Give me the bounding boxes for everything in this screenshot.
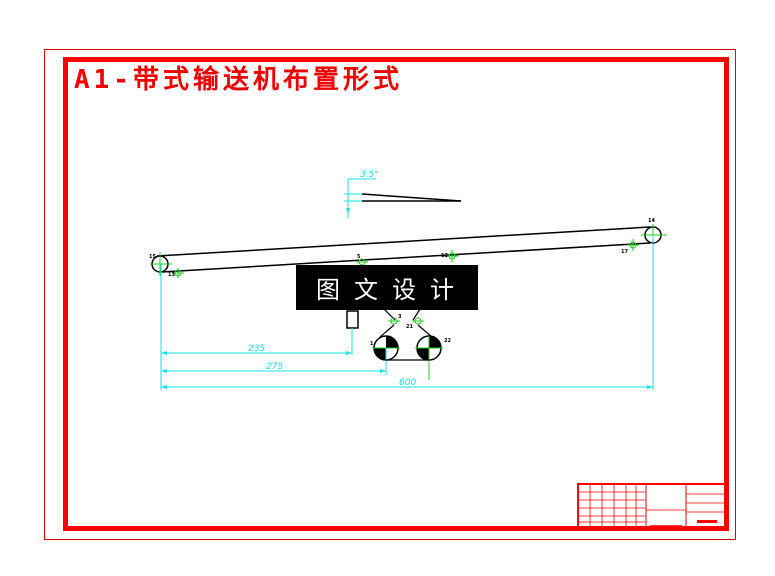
- angle-label: 3.5°: [360, 170, 379, 180]
- svg-text:13: 13: [168, 272, 175, 278]
- svg-text:1: 1: [370, 341, 374, 347]
- head-pulley: [627, 224, 667, 390]
- belt: [156, 226, 651, 273]
- title-block: [577, 483, 727, 530]
- dimension-600: 600: [399, 378, 416, 388]
- pulley-labels: 15 13 14 17 5 12 3 21: [149, 218, 655, 330]
- tail-pulley: [150, 252, 184, 390]
- angle-annotation: 3.5°: [344, 170, 462, 218]
- counterweight-box: [346, 310, 359, 329]
- dimension-275: 275: [266, 362, 283, 372]
- dimension-lines: 235 275 600: [161, 344, 653, 389]
- svg-text:17: 17: [621, 249, 628, 255]
- inner-drawing-border: [63, 57, 729, 531]
- dimension-235: 235: [248, 344, 265, 354]
- outer-drawing-border: [44, 49, 736, 540]
- svg-text:15: 15: [149, 254, 156, 260]
- drawing-title: A1-带式输送机布置形式: [74, 65, 403, 95]
- watermark-banner: 图文设计: [296, 265, 478, 310]
- svg-text:12: 12: [441, 253, 448, 259]
- svg-text:14: 14: [648, 218, 655, 224]
- svg-text:22: 22: [444, 338, 451, 344]
- svg-text:5: 5: [357, 254, 361, 260]
- svg-text:21: 21: [406, 324, 413, 330]
- drive-unit: 1 22: [370, 302, 451, 380]
- svg-text:3: 3: [398, 314, 402, 320]
